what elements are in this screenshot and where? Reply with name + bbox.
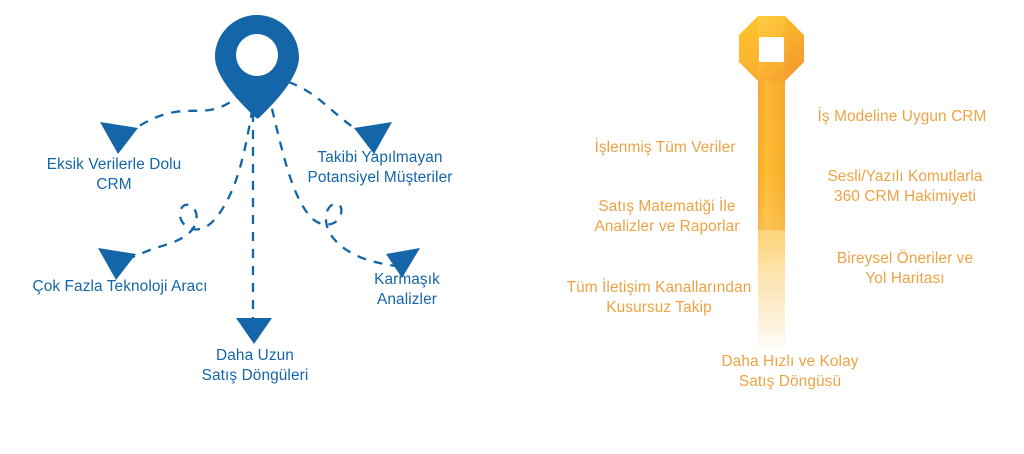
dashed-connectors	[121, 76, 397, 320]
solution-label-is-modeline-uygun-crm: İş Modeline Uygun CRM	[802, 107, 1002, 127]
solutions-diagram-art	[739, 16, 804, 355]
solution-label-line1: İş Modeline Uygun CRM	[817, 108, 987, 125]
connector-takibi	[271, 76, 367, 136]
problem-label-line2: Potansiyel Müşteriler	[307, 168, 453, 186]
solution-label-satis-matematigi: Satış Matematiği İle Analizler ve Raporl…	[567, 197, 767, 236]
connector-eksik	[125, 91, 244, 135]
arrowhead-karmasik	[386, 248, 420, 278]
solution-label-line1: İşlenmiş Tüm Veriler	[594, 139, 736, 156]
problem-label-line1: Daha Uzun	[216, 347, 294, 364]
problem-label-cok-fazla-teknoloji: Çok Fazla Teknoloji Aracı	[0, 277, 240, 297]
problems-panel: Eksik Verilerle Dolu CRM Takibi Yapılmay…	[0, 15, 480, 385]
solution-label-line2: 360 CRM Hakimiyeti	[833, 187, 977, 205]
problem-label-line1: Çok Fazla Teknoloji Aracı	[32, 278, 208, 295]
problem-label-line1: Karmaşık	[374, 271, 440, 288]
solution-label-line2: Satış Döngüsü	[738, 372, 842, 390]
solution-label-line1: Satış Matematiği İle	[598, 198, 736, 215]
solution-label-line1: Sesli/Yazılı Komutlarla	[827, 168, 983, 185]
solution-label-tum-iletisim-kanallari: Tüm İletişim Kanallarından Kusursuz Taki…	[534, 278, 784, 317]
arrowhead-dahauzun	[236, 318, 272, 344]
solution-label-bireysel-oneriler: Bireysel Öneriler ve Yol Haritası	[810, 249, 1000, 288]
problem-label-daha-uzun-satis: Daha Uzun Satış Döngüleri	[165, 346, 345, 385]
solution-label-sesli-yazili-komutlar: Sesli/Yazılı Komutlarla 360 CRM Hakimiye…	[805, 167, 1005, 206]
solutions-panel: İş Modeline Uygun CRM İşlenmiş Tüm Veril…	[512, 0, 1024, 454]
solution-label-daha-hizli-satis: Daha Hızlı ve Kolay Satış Döngüsü	[690, 352, 890, 391]
key-stem	[758, 70, 785, 355]
problem-label-line1: Eksik Verilerle Dolu	[46, 156, 182, 173]
solution-label-line2: Analizler ve Raporlar	[594, 217, 740, 235]
solution-label-islenmis-tum-veriler: İşlenmiş Tüm Veriler	[570, 138, 760, 158]
arrowhead-takibi	[354, 122, 392, 154]
location-pin-icon	[215, 15, 299, 119]
key-icon	[739, 16, 804, 81]
arrowhead-cokfazla	[98, 248, 136, 280]
key-hole	[759, 37, 784, 62]
solution-label-line2: Yol Haritası	[865, 269, 945, 287]
arrow-heads	[98, 122, 420, 344]
problem-label-line2: Analizler	[377, 290, 437, 308]
problems-diagram-art	[98, 15, 420, 344]
solution-label-line2: Kusursuz Takip	[606, 298, 712, 316]
solution-label-line1: Daha Hızlı ve Kolay	[721, 353, 859, 370]
problem-label-line2: Satış Döngüleri	[201, 366, 309, 384]
problem-label-karmasik-analizler: Karmaşık Analizler	[348, 270, 466, 309]
solution-label-line1: Bireysel Öneriler ve	[836, 250, 974, 267]
problem-label-eksik-veriler: Eksik Verilerle Dolu CRM	[14, 155, 214, 194]
arrowhead-eksik	[100, 122, 138, 154]
connector-cokfazla	[121, 91, 257, 264]
solution-label-line1: Tüm İletişim Kanallarından	[566, 279, 752, 296]
problem-label-line1: Takibi Yapılmayan	[317, 149, 443, 166]
problem-label-line2: CRM	[96, 175, 132, 193]
problem-label-takibi-yapilmayan: Takibi Yapılmayan Potansiyel Müşteriler	[280, 148, 480, 187]
